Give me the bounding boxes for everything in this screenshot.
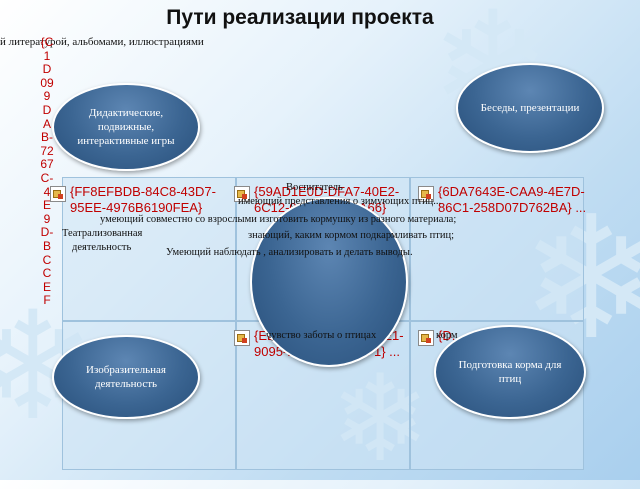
- ellipse-visual-activity: Изобразительная деятельность: [52, 335, 200, 419]
- text-line: знающий, каким кормом подкармливать птиц…: [248, 230, 454, 241]
- embedded-object-id: {FF8EFBDB-84C8-43D7-95EE-4976B6190FEA}: [70, 184, 216, 215]
- text-line: имеющий представления о зимующих птиц...: [238, 196, 442, 207]
- embedded-object-icon: [234, 330, 250, 346]
- vertical-object-id: {C1D099DAB-7267C-4E9D-BCCEF: [40, 35, 54, 308]
- grid-cell: [410, 177, 584, 321]
- ellipse-didactic-games: Дидактические, подвижные, интерактивные …: [52, 83, 200, 171]
- caregiver-label: Воспитатель: [286, 182, 343, 193]
- activity-label: Театрализованная: [62, 228, 143, 239]
- center-ellipse: [250, 197, 408, 367]
- text-line: чувство заботы о птицах: [266, 330, 377, 341]
- activity-label: деятельность: [72, 242, 132, 253]
- page-title: Пути реализации проекта: [166, 6, 434, 29]
- subtitle-fragment: й литературой, альбомами, иллюстрациями: [0, 36, 204, 48]
- embedded-object-icon: [418, 186, 434, 202]
- embedded-object-icon: [234, 186, 250, 202]
- grid-cell: [62, 177, 236, 321]
- text-line: Умеющий наблюдать , анализировать и дела…: [166, 247, 413, 258]
- embedded-object-id: {6DA7643E-CAA9-4E7D-86C1-258D07D762BA} .…: [438, 184, 587, 215]
- embedded-object-icon: [418, 330, 434, 346]
- ellipse-talks-presentations: Беседы, презентации: [456, 63, 604, 153]
- ellipse-feed-preparation: Подготовка корма для птиц: [434, 325, 586, 419]
- embedded-object-icon: [50, 186, 66, 202]
- text-line: корм: [436, 330, 458, 341]
- text-line: умеющий совместно со взрослыми изготовит…: [100, 214, 457, 225]
